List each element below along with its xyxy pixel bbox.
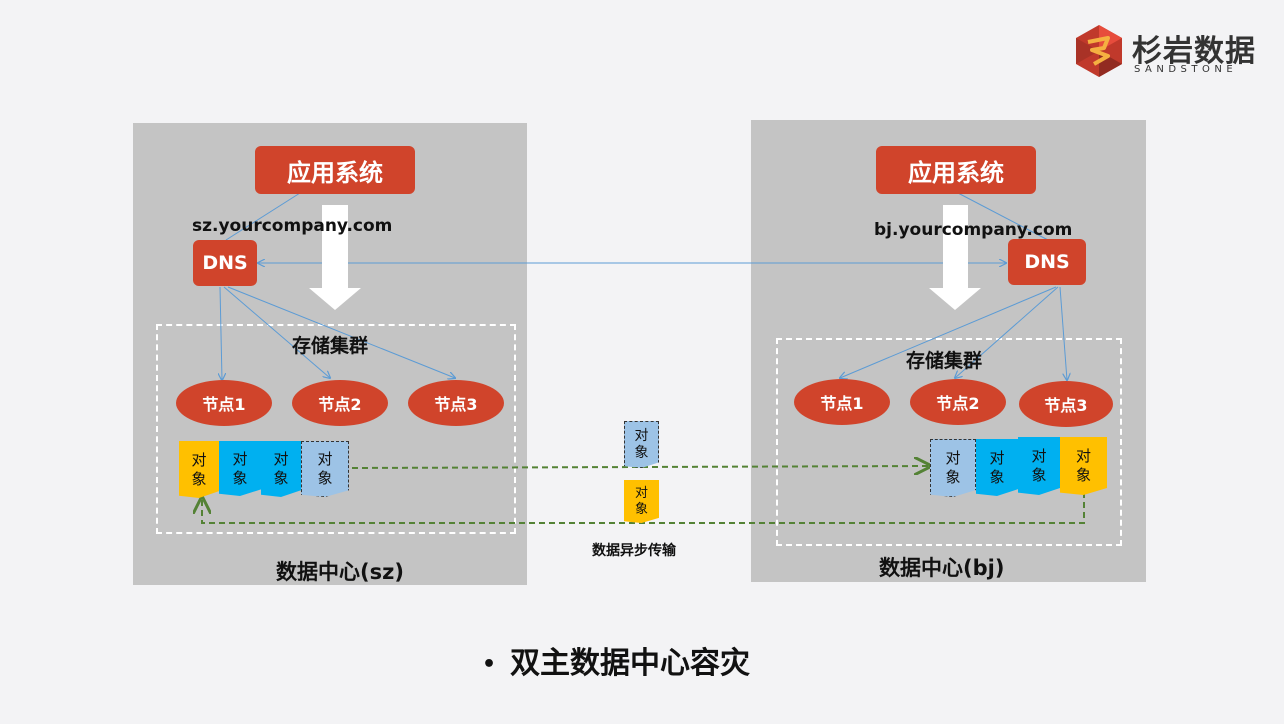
object-bj-4: 对象 (1060, 437, 1107, 495)
node-sz-3: 节点3 (408, 380, 504, 426)
storage-cluster-sz-box (156, 324, 516, 534)
slide-title: • 双主数据中心容灾 (482, 638, 750, 682)
app-system-bj: 应用系统 (876, 146, 1036, 194)
storage-cluster-bj-box (776, 338, 1122, 546)
dns-bj: DNS (1008, 239, 1086, 285)
dns-sz: DNS (193, 240, 257, 286)
storage-cluster-sz-title: 存储集群 (292, 335, 369, 357)
object-transfer-2: 对象 (624, 480, 659, 523)
object-bj-3: 对象 (1018, 437, 1060, 495)
node-sz-1: 节点1 (176, 380, 272, 426)
node-bj-2: 节点2 (910, 379, 1006, 425)
node-bj-1: 节点1 (794, 379, 890, 425)
object-bj-2: 对象 (976, 439, 1018, 496)
brand-name: 杉岩数据 (1132, 34, 1256, 69)
domain-sz: sz.yourcompany.com (192, 216, 393, 236)
object-sz-2: 对象 (219, 441, 261, 496)
node-bj-3: 节点3 (1019, 381, 1113, 427)
datacenter-bj-panel (751, 120, 1146, 582)
async-transfer-caption: 数据异步传输 (592, 543, 676, 559)
slide-title-text: 双主数据中心容灾 (510, 646, 751, 681)
object-sz-3: 对象 (261, 441, 301, 497)
storage-cluster-bj-title: 存储集群 (906, 350, 983, 372)
object-transfer-1: 对象 (624, 421, 659, 468)
sandstone-logo-icon (1076, 25, 1122, 77)
datacenter-sz-title: 数据中心(sz) (276, 560, 404, 584)
app-system-sz: 应用系统 (255, 146, 415, 194)
domain-bj: bj.yourcompany.com (874, 220, 1073, 240)
object-sz-1: 对象 (179, 441, 219, 498)
node-sz-2: 节点2 (292, 380, 388, 426)
brand-name-en: SANDSTONE (1134, 64, 1238, 75)
object-bj-1: 对象 (930, 439, 976, 497)
bullet: • (482, 652, 497, 677)
datacenter-bj-title: 数据中心(bj) (879, 556, 1005, 580)
object-sz-4: 对象 (301, 441, 349, 497)
